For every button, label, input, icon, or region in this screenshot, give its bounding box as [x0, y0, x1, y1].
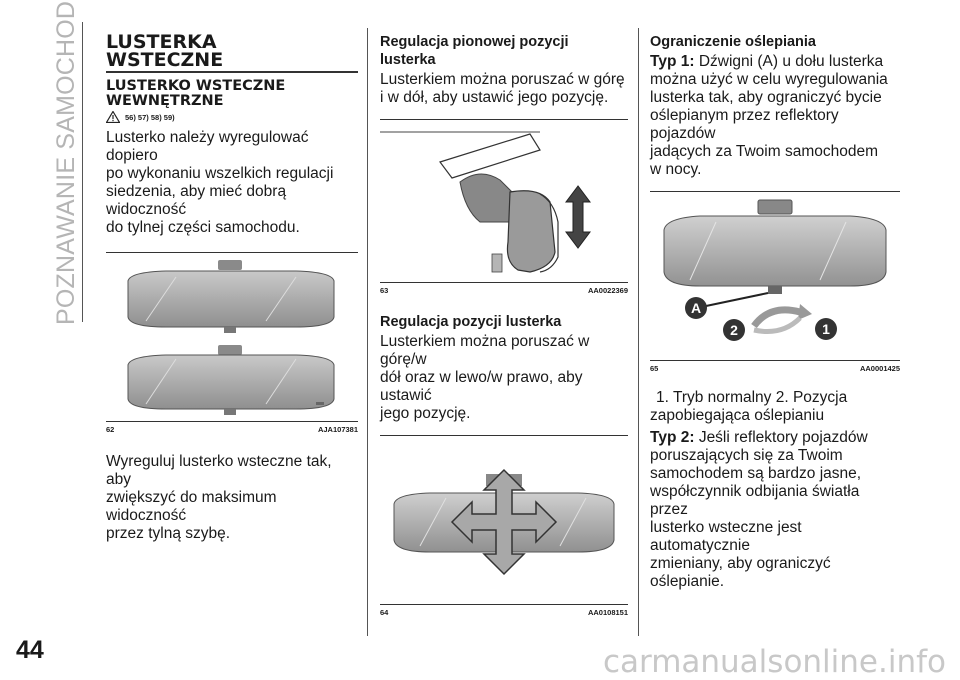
typ2-line: Typ 2: Jeśli reflektory pojazdów — [650, 429, 900, 447]
col2-para2-line: jego pozycję. — [380, 405, 471, 422]
figure-number: 62 — [106, 425, 115, 434]
figure-caption: 64 AA0108151 — [380, 608, 628, 617]
caption-line: zapobiegająca oślepianiu — [650, 407, 825, 424]
label-a: A — [691, 300, 701, 316]
figure-number: 64 — [380, 608, 389, 617]
figure-rule — [380, 604, 628, 605]
col1-para2-line: zwiększyć do maksimum widoczność — [106, 489, 277, 524]
section-title-line2: WEWNĘTRZNE — [106, 93, 224, 109]
typ2-text: Jeśli reflektory pojazdów — [698, 429, 868, 446]
heading-vertical-adjust: Regulacja pionowej pozycji lusterka — [380, 34, 569, 68]
section-title-line1: LUSTERKO WSTECZNE — [106, 78, 286, 94]
typ2-line: lusterko wsteczne jest automatycznie — [650, 519, 802, 554]
figure-code: AJA107381 — [317, 425, 358, 434]
heading-anti-glare: Ograniczenie oślepiania — [650, 34, 816, 50]
section-side-title-text: POZNAWANIE SAMOCHODU — [52, 0, 80, 325]
figure-rule — [650, 191, 900, 192]
section-side-title: POZNAWANIE SAMOCHODU — [50, 0, 80, 325]
figure-rule — [106, 421, 358, 422]
margin-rule — [82, 22, 83, 322]
figure-rule — [650, 360, 900, 361]
warning-refs: 56) 57) 58) 59) — [106, 111, 358, 123]
page-number: 44 — [16, 636, 44, 664]
warning-refs-text: 56) 57) 58) 59) — [125, 112, 175, 122]
figure-63-mirror-vertical — [380, 131, 591, 273]
heading-position-adjust: Regulacja pozycji lusterka — [380, 314, 562, 330]
col1-para2-line: przez tylną szybę. — [106, 525, 231, 542]
figure-code: AA0001425 — [859, 364, 900, 373]
typ2-line: samochodem są bardzo jasne, — [650, 465, 862, 482]
figure-rule — [380, 282, 628, 283]
label-2: 2 — [730, 322, 738, 338]
typ1-text: Dźwigni (A) u dołu lusterka — [698, 53, 884, 70]
column-2: Regulacja pionowej pozycji lusterka Lust… — [380, 33, 628, 617]
figure-62-two-mirrors — [127, 260, 335, 415]
col1-para1-line: siedzenia, aby mieć dobrą widoczność — [106, 183, 287, 218]
col1-para1-line: do tylnej części samochodu. — [106, 219, 300, 236]
watermark: carmanualsonline.info — [602, 644, 946, 680]
column-divider-1 — [367, 28, 368, 636]
title-rule — [106, 71, 358, 73]
label-1: 1 — [822, 321, 830, 337]
col2-para2-line: dół oraz w lewo/w prawo, aby ustawić — [380, 369, 583, 404]
page-title-line1: LUSTERKA — [106, 31, 217, 53]
col2-para2-line: Lusterkiem można poruszać w górę/w — [380, 333, 590, 368]
page-title-line2: WSTECZNE — [106, 49, 224, 71]
col1-para2-line: Wyreguluj lusterko wsteczne tak, aby — [106, 453, 332, 488]
column-3: Ograniczenie oślepiania Typ 1: Dźwigni (… — [650, 33, 900, 591]
column-1: LUSTERKA WSTECZNE LUSTERKO WSTECZNE WEWN… — [106, 33, 358, 543]
col2-para1-line: Lusterkiem można poruszać w górę — [380, 71, 625, 88]
figure-caption: 62 AJA107381 — [106, 425, 358, 434]
figure-caption: 63 AA0022369 — [380, 286, 628, 295]
warning-triangle-icon — [106, 111, 120, 123]
typ1-line: Typ 1: Dźwigni (A) u dołu lusterka — [650, 53, 900, 71]
typ2-line: poruszających się za Twoim — [650, 447, 843, 464]
figure-rule — [380, 119, 628, 120]
typ1-line: można użyć w celu wyregulowania — [650, 71, 888, 88]
figure-number: 63 — [380, 286, 389, 295]
figure-64-mirror-four-way — [393, 468, 615, 576]
caption-line: 1. Tryb normalny 2. Pozycja — [656, 389, 848, 406]
figure-number: 65 — [650, 364, 659, 373]
typ1-line: oślepianym przez reflektory pojazdów — [650, 107, 839, 142]
figure-code: AA0022369 — [587, 286, 628, 295]
typ1-line: w nocy. — [650, 161, 702, 178]
col1-para1-line: po wykonaniu wszelkich regulacji — [106, 165, 334, 182]
figure-rule — [380, 435, 628, 436]
figure-code: AA0108151 — [587, 608, 628, 617]
typ2-line: współczynnik odbijania światła przez — [650, 483, 860, 518]
typ1-line: lusterka tak, aby ograniczyć bycie — [650, 89, 882, 106]
typ1-label: Typ 1: — [650, 53, 695, 70]
col1-para1-line: Lusterko należy wyregulować dopiero — [106, 129, 309, 164]
typ2-line: zmieniany, aby ograniczyć oślepianie. — [650, 555, 831, 590]
typ1-line: jadących za Twoim samochodem — [650, 143, 879, 160]
column-divider-2 — [638, 28, 639, 636]
figure-caption: 65 AA0001425 — [650, 364, 900, 373]
typ2-label: Typ 2: — [650, 429, 695, 446]
col2-para1-line: i w dół, aby ustawić jego pozycję. — [380, 89, 609, 106]
figure-65-anti-glare-lever: A 2 1 — [663, 199, 887, 341]
figure-rule — [106, 252, 358, 253]
